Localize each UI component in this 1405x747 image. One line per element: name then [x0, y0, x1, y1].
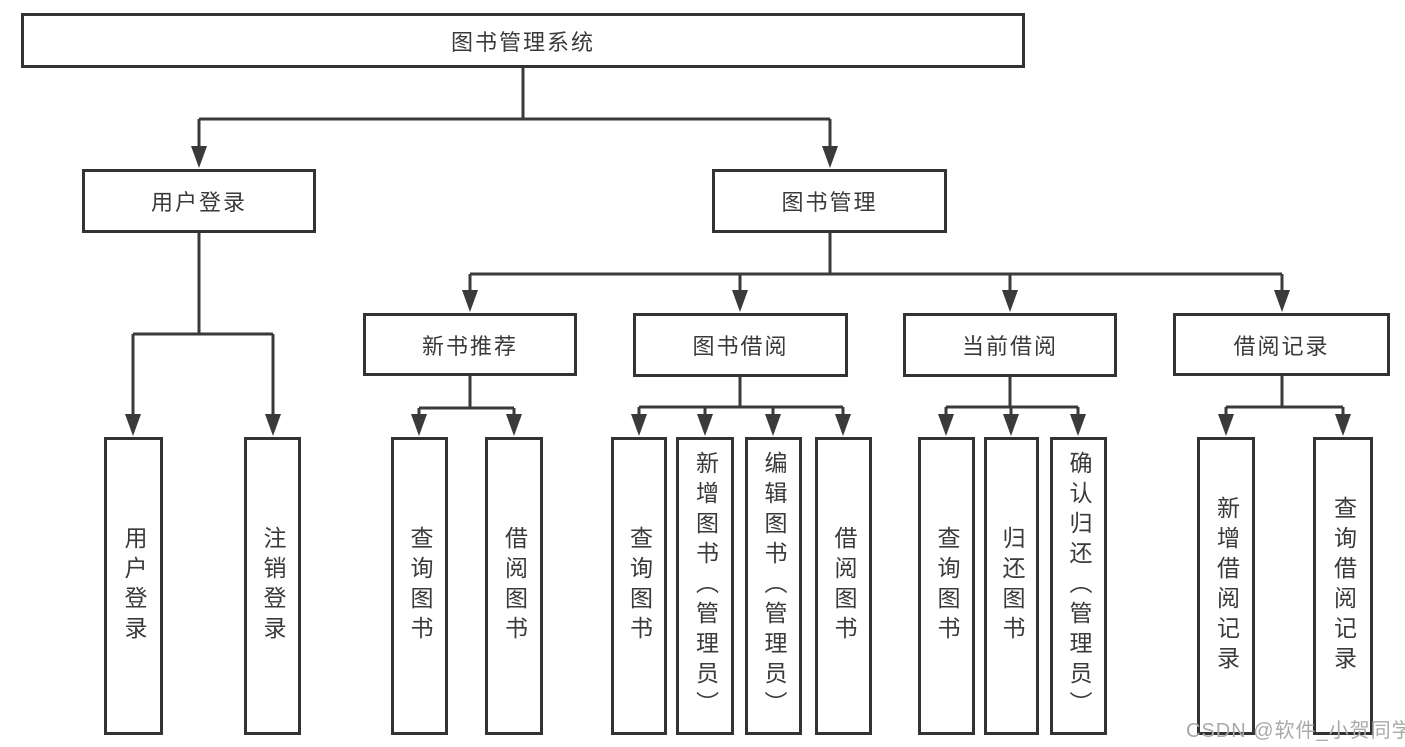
- leaf-borrow-query-books: 查询图书: [611, 437, 667, 735]
- arrow-down-icon: [1070, 414, 1086, 436]
- leaf-label: 归还图书: [999, 526, 1025, 646]
- leaf-label: 注销登录: [260, 526, 286, 646]
- leaf-recommend-borrow-books: 借阅图书: [485, 437, 543, 735]
- arrow-down-icon: [938, 414, 954, 436]
- node-root-system: 图书管理系统: [21, 13, 1025, 68]
- node-user-login: 用户登录: [82, 169, 316, 233]
- arrow-down-icon: [265, 414, 281, 436]
- leaf-label: 查询借阅记录: [1330, 496, 1357, 676]
- arrow-down-icon: [732, 290, 748, 312]
- leaf-borrow-add-books-admin: 新增图书（管理员）: [676, 437, 734, 735]
- arrow-down-icon: [1002, 290, 1018, 312]
- arrow-down-icon: [822, 146, 838, 168]
- arrow-down-icon: [1218, 414, 1234, 436]
- arrow-down-icon: [1003, 414, 1019, 436]
- arrow-down-icon: [1274, 290, 1290, 312]
- node-label: 借阅记录: [1233, 333, 1330, 359]
- node-label: 当前借阅: [961, 334, 1058, 359]
- arrow-down-icon: [506, 414, 522, 436]
- leaf-label: 新增借阅记录: [1213, 496, 1240, 676]
- arrow-down-icon: [191, 146, 207, 168]
- arrow-down-icon: [697, 414, 713, 436]
- leaf-label: 用户登录: [121, 526, 147, 646]
- leaf-label: 确认归还（管理员）: [1066, 451, 1092, 721]
- leaf-label: 编辑图书（管理员）: [761, 451, 787, 721]
- leaf-label: 借阅图书: [501, 526, 528, 646]
- node-current-borrow: 当前借阅: [903, 313, 1117, 377]
- connector-userlogin-to-leaves: [131, 233, 275, 416]
- connector-borrow-to-leaves: [637, 377, 845, 416]
- node-borrow-records: 借阅记录: [1173, 313, 1390, 376]
- node-label: 图书借阅: [692, 334, 789, 359]
- node-book-management: 图书管理: [712, 169, 947, 233]
- arrow-down-icon: [125, 414, 141, 436]
- connector-records-to-leaves: [1224, 376, 1345, 416]
- connector-recommend-to-leaves: [417, 376, 516, 416]
- node-label: 图书管理: [781, 190, 878, 215]
- leaf-records-add-record: 新增借阅记录: [1197, 437, 1255, 735]
- leaf-current-query-books: 查询图书: [918, 437, 975, 735]
- leaf-label: 查询图书: [626, 526, 653, 646]
- leaf-current-return-books: 归还图书: [984, 437, 1039, 735]
- leaf-user-login: 用户登录: [104, 437, 163, 735]
- leaf-records-query-record: 查询借阅记录: [1313, 437, 1373, 735]
- arrow-down-icon: [462, 290, 478, 312]
- node-new-book-recommend: 新书推荐: [363, 313, 577, 376]
- leaf-recommend-query-books: 查询图书: [391, 437, 448, 735]
- leaf-label: 查询图书: [407, 526, 433, 646]
- arrow-down-icon: [411, 414, 427, 436]
- leaf-label: 借阅图书: [831, 526, 857, 646]
- leaf-logout: 注销登录: [244, 437, 301, 735]
- leaf-label: 查询图书: [934, 526, 960, 646]
- connector-current-to-leaves: [944, 377, 1080, 416]
- node-label: 用户登录: [150, 190, 247, 215]
- arrow-down-icon: [835, 414, 851, 436]
- arrow-down-icon: [631, 414, 647, 436]
- node-book-borrow: 图书借阅: [633, 313, 848, 377]
- leaf-current-confirm-return-admin: 确认归还（管理员）: [1050, 437, 1107, 735]
- node-label: 新书推荐: [421, 333, 518, 359]
- arrow-down-icon: [1335, 414, 1351, 436]
- leaf-borrow-borrow-books: 借阅图书: [815, 437, 872, 735]
- node-label: 图书管理系统: [450, 29, 595, 55]
- connector-bookmgmt-to-level3: [468, 233, 1284, 292]
- arrow-down-icon: [765, 414, 781, 436]
- leaf-borrow-edit-books-admin: 编辑图书（管理员）: [745, 437, 802, 735]
- csdn-watermark: CSDN @软件_小贺同学: [1186, 720, 1405, 742]
- leaf-label: 新增图书（管理员）: [692, 451, 719, 721]
- connector-root-to-level2: [197, 68, 832, 150]
